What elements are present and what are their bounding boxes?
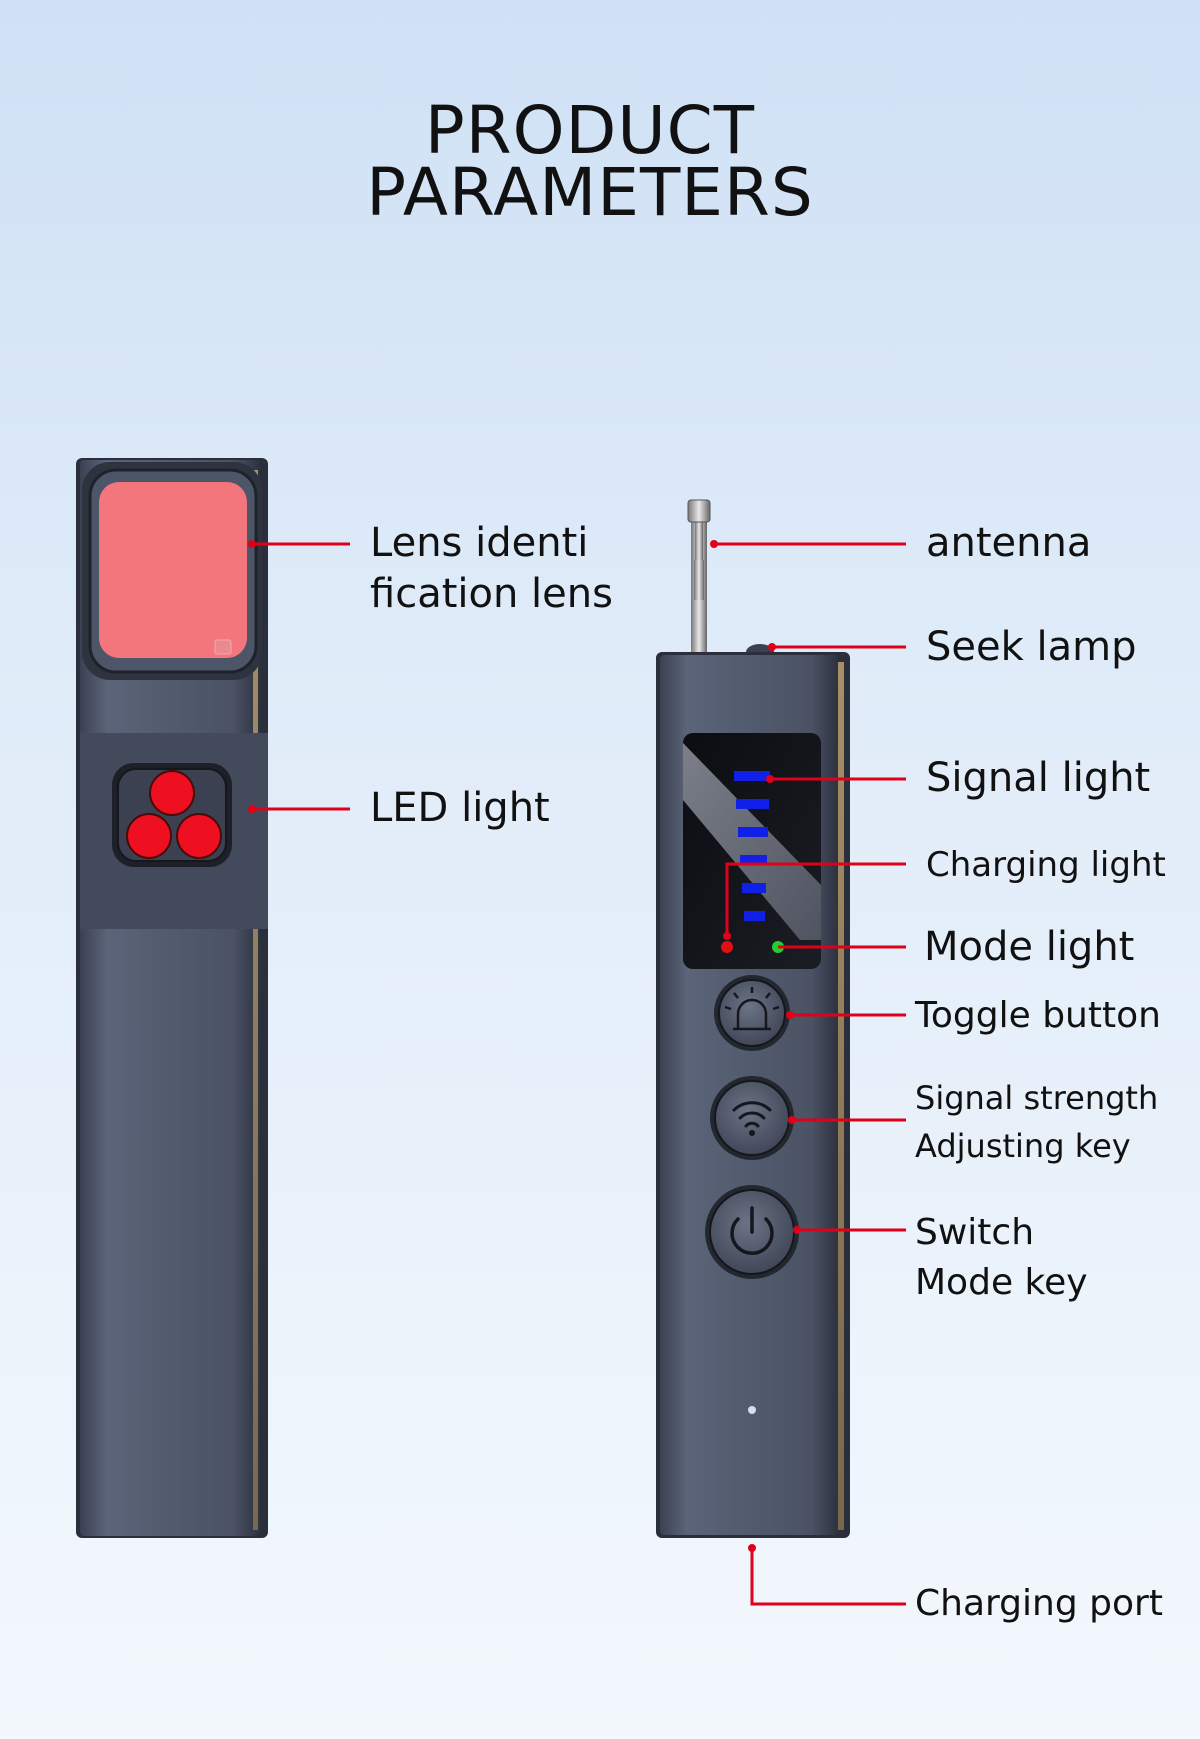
signal-bar-3 bbox=[738, 827, 768, 837]
leader-dots bbox=[248, 540, 801, 1552]
led-light-top bbox=[149, 770, 195, 816]
antenna-segment-mid bbox=[694, 560, 704, 600]
leader-charging-light bbox=[725, 862, 906, 936]
label-lens-line-1: Lens identi bbox=[370, 520, 589, 566]
charging-light-dot bbox=[721, 941, 733, 953]
label-switch-mode: Switch Mode key bbox=[915, 1208, 1088, 1308]
page-title: PRODUCT PARAMETERS bbox=[0, 92, 1180, 231]
wifi-icon-dot bbox=[749, 1130, 755, 1136]
led-light-left bbox=[126, 813, 172, 859]
antenna-tip bbox=[687, 499, 711, 523]
label-mode-light: Mode light bbox=[924, 924, 1135, 970]
signal-bar-1 bbox=[734, 771, 770, 781]
label-charging-port: Charging port bbox=[915, 1583, 1163, 1624]
label-signal-strength-line-2: Adjusting key bbox=[915, 1127, 1131, 1165]
label-switch-mode-line-1: Switch bbox=[915, 1212, 1035, 1253]
left-device-edge bbox=[253, 470, 258, 1530]
label-switch-mode-line-2: Mode key bbox=[915, 1262, 1088, 1303]
screen-glare bbox=[683, 743, 821, 940]
signal-bar-5 bbox=[742, 883, 766, 893]
alarm-icon bbox=[724, 987, 780, 1031]
power-icon bbox=[730, 1206, 774, 1256]
lens-reflection bbox=[214, 639, 232, 655]
left-device bbox=[76, 458, 268, 1538]
right-device-edge bbox=[838, 662, 844, 1530]
led-light-right bbox=[176, 813, 222, 859]
switch-mode-button[interactable] bbox=[705, 1185, 799, 1279]
signal-bar-4 bbox=[740, 855, 767, 865]
signal-bar-6 bbox=[744, 911, 765, 921]
label-seek-lamp: Seek lamp bbox=[926, 624, 1137, 670]
left-device-body bbox=[80, 460, 260, 1536]
leader-lines bbox=[252, 542, 906, 1606]
leader-charging-port bbox=[750, 1548, 906, 1606]
label-toggle-button: Toggle button bbox=[915, 995, 1161, 1036]
label-led-light: LED light bbox=[370, 785, 550, 831]
label-signal-strength: Signal strength Adjusting key bbox=[915, 1074, 1158, 1170]
lens-filter bbox=[99, 482, 247, 658]
toggle-button[interactable] bbox=[714, 975, 790, 1051]
label-lens-line-2: fication lens bbox=[370, 571, 613, 617]
pinhole bbox=[748, 1406, 756, 1414]
label-signal-strength-line-1: Signal strength bbox=[915, 1079, 1159, 1117]
signal-strength-button[interactable] bbox=[710, 1076, 794, 1160]
signal-bar-2 bbox=[736, 799, 769, 809]
title-line-2: PARAMETERS bbox=[366, 154, 814, 231]
label-charging-light: Charging light bbox=[926, 845, 1166, 885]
title-line-1: PRODUCT bbox=[424, 92, 756, 169]
label-lens: Lens identi fication lens bbox=[370, 518, 613, 620]
antenna-segment-high bbox=[695, 500, 703, 560]
wifi-icon bbox=[732, 1101, 772, 1128]
label-signal-light: Signal light bbox=[926, 755, 1151, 801]
right-device bbox=[656, 499, 850, 1538]
label-antenna: antenna bbox=[926, 520, 1092, 566]
